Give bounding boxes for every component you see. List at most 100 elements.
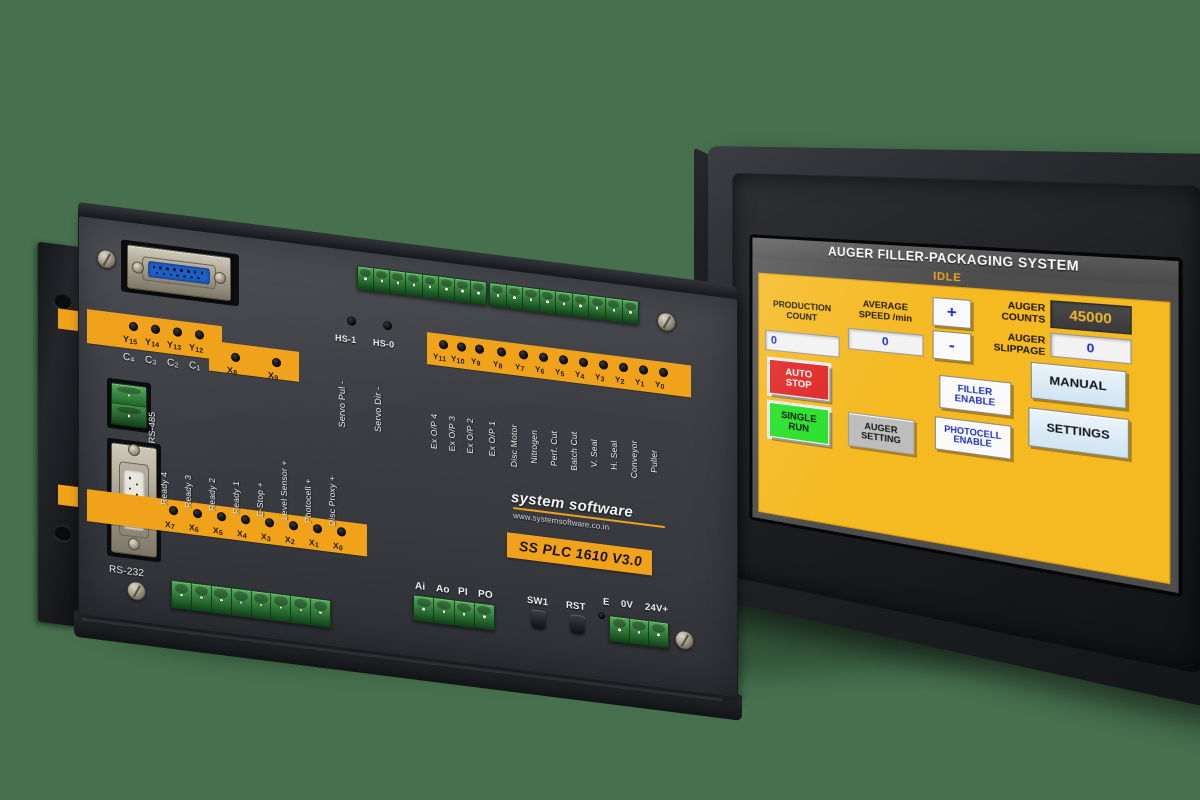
pad-dot-y15[interactable] [129,321,138,332]
bracket-hole-top [54,291,72,311]
pin-label-hs0: HS-0 [373,337,395,350]
pad-dot-x9[interactable] [272,357,281,368]
func-label-ex-oip-3: Ex O/P 3 [447,415,457,452]
decrement-button[interactable]: - [932,330,972,363]
pad-dot-earth[interactable] [598,611,605,620]
pad-dot-x0[interactable] [337,526,346,537]
pin-label-y14: Y14 [145,336,160,350]
pad-dot-y11[interactable] [439,339,448,350]
pad-dot-y14[interactable] [151,324,160,335]
pin-label-x8: X8 [227,364,238,378]
average-speed-label: AVERAGE SPEED /min [846,298,926,325]
func-label-h-seal: H. Seal [609,439,619,471]
pad-dot-x8[interactable] [231,352,240,363]
terminal-block-bottom-left[interactable] [171,579,331,628]
production-count-value[interactable]: 0 [765,329,840,358]
single-run-label-line2: RUN [788,420,810,436]
terminal-block-top-right[interactable] [489,281,639,325]
pad-dot-y7[interactable] [519,349,528,360]
terminal-block-top-left[interactable] [357,265,487,306]
switch-label-rst: RST [566,599,586,614]
pad-dot-x2[interactable] [289,520,298,531]
auger-slippage-value[interactable]: 0 [1050,332,1132,365]
panel-screw-top-left [97,248,116,270]
pad-dot-x6[interactable] [193,508,202,519]
pad-dot-x5[interactable] [217,511,226,522]
average-speed-value[interactable]: 0 [847,327,924,357]
pad-dot-y3[interactable] [599,359,608,370]
pad-dot-x3[interactable] [265,517,274,528]
manual-button[interactable]: MANUAL [1030,361,1127,410]
pad-dot-y12[interactable] [195,329,204,340]
pad-dot-y8[interactable] [497,346,506,358]
auger-setting-button[interactable]: AUGER SETTING [847,411,915,456]
func-label-puller: Puller [649,449,659,474]
pin-label-ai: Ai [415,580,426,593]
pin-label-y15: Y15 [123,333,138,347]
pin-label-x2: X2 [285,534,295,547]
rs485-terminal[interactable] [111,382,147,429]
panel-screw-bottom-right [675,629,694,651]
pad-dot-y2[interactable] [619,362,628,373]
pin-label-y4: Y4 [575,369,585,382]
pad-dot-hs1[interactable] [347,315,356,327]
screen-body: PRODUCTION COUNT 0 AVERAGE SPEED /min 0 [758,272,1171,585]
auto-stop-button[interactable]: AUTO STOP [768,358,830,401]
pin-label-c1: C1 [189,360,201,373]
vga-screw-left [132,260,144,275]
pad-dot-y10[interactable] [457,341,466,353]
sw1-push-button[interactable] [531,609,546,630]
pin-label-y2: Y2 [615,374,625,387]
func-label-e-stop: E-Stop + [255,481,265,518]
pad-dot-y5[interactable] [559,354,568,365]
pin-label-po: PO [478,588,493,602]
func-label-ready-3: Ready 3 [183,474,193,509]
func-label-level-sensor: Level Sensor + [279,459,289,521]
model-tag: SS PLC 1610 V3.0 [507,532,653,576]
pad-dot-x4[interactable] [241,514,250,525]
plc-controller: Y15 Y14 Y13 Y12 X8 X9 C4 C3 C2 C1 RS-485 [38,202,742,721]
pad-dot-y4[interactable] [579,357,588,368]
pad-dot-hs0[interactable] [383,320,392,331]
hmi-display-frame: AUGER FILLER-PACKAGING SYSTEM IDLE PRODU… [749,234,1183,598]
photocell-enable-label-line2: ENABLE [953,434,992,450]
pin-label-y0: Y0 [655,379,665,392]
pad-dot-y0[interactable] [659,367,668,378]
pin-label-x3: X3 [261,531,271,544]
vga-pins [148,261,211,284]
increment-button[interactable]: + [932,297,972,330]
pad-dot-y9[interactable] [475,344,484,355]
panel-screw-bottom-left [127,580,146,602]
rst-push-button[interactable] [570,614,585,635]
pin-label-hs1: HS-1 [335,332,357,346]
func-label-ex-oip-4: Ex O/P 4 [429,412,439,450]
pad-dot-y1[interactable] [639,364,648,376]
pin-label-pi: PI [458,586,468,599]
auto-stop-label-line2: STOP [785,376,812,392]
pad-dot-y6[interactable] [539,352,548,363]
auger-counts-value[interactable]: 45000 [1050,300,1132,335]
auger-slippage-label: AUGER SLIPPAGE [967,329,1046,358]
power-label-e: E [603,596,610,609]
pad-dot-x1[interactable] [313,523,322,534]
settings-button[interactable]: SETTINGS [1028,407,1130,460]
pin-label-c2: C2 [167,357,179,370]
hmi-bezel: AUGER FILLER-PACKAGING SYSTEM IDLE PRODU… [732,172,1200,675]
pin-label-c4: C4 [123,351,135,365]
hmi-screen[interactable]: AUGER FILLER-PACKAGING SYSTEM IDLE PRODU… [752,237,1179,594]
pin-label-x6: X6 [189,522,199,535]
func-label-ex-oip-2: Ex O/P 2 [465,417,475,455]
filler-enable-button[interactable]: FILLER ENABLE [939,374,1012,417]
pin-label-y10: Y10 [451,354,465,366]
pad-dot-x7[interactable] [169,505,178,516]
power-label-0v: 0V [621,598,634,612]
power-terminal-block[interactable] [609,615,669,649]
filler-enable-label-line2: ENABLE [954,392,996,408]
func-label-batch-cut: Batch Cut [569,430,579,472]
func-label-disc-motor: Disc Motor [509,423,519,468]
pad-dot-y13[interactable] [173,327,182,338]
port-label-rs485: RS-485 [147,410,157,444]
photocell-enable-button[interactable]: PHOTOCELL ENABLE [934,416,1012,460]
single-run-button[interactable]: SINGLE RUN [768,401,830,446]
